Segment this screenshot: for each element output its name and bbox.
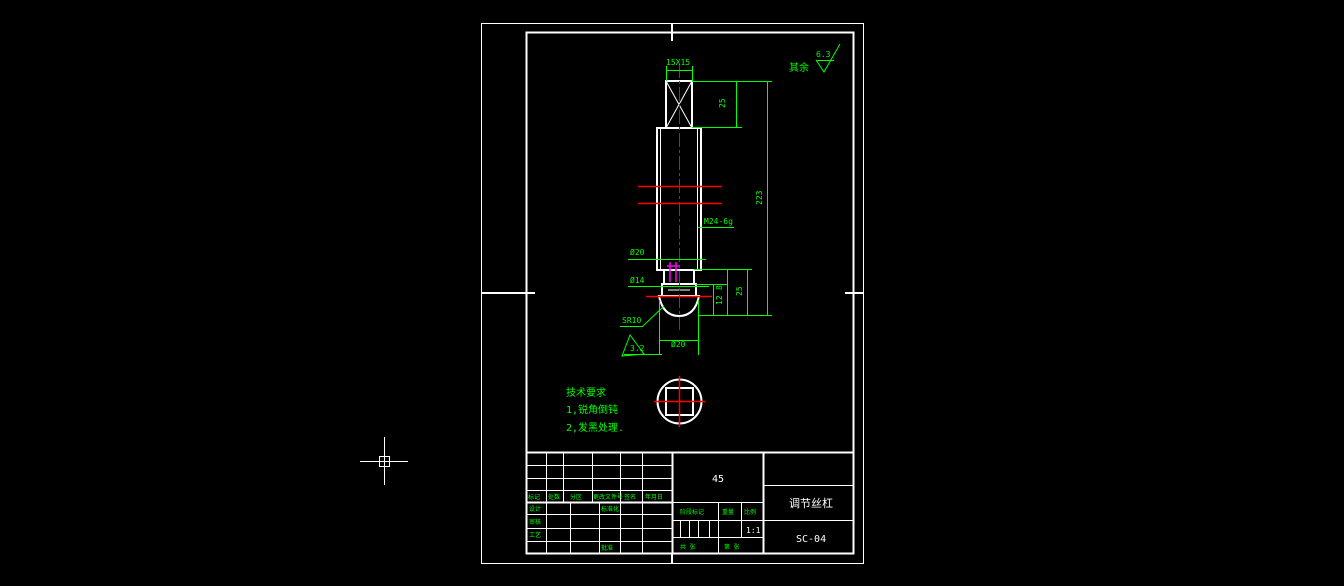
dim-len-12: 12: [715, 295, 724, 305]
title-block: [525, 451, 855, 555]
dim-dia-14: Ø14: [630, 275, 645, 285]
tb-count: 处数: [548, 493, 560, 501]
dimension-lines: [620, 43, 841, 357]
tb-date: 年月日: [645, 493, 663, 501]
tb-standardize: 标准化: [601, 505, 619, 513]
crosshair-cursor-icon[interactable]: [360, 437, 408, 485]
spherical-end: [657, 295, 701, 318]
tech-req-item-1: 1,锐角倒钝: [566, 403, 618, 416]
dim-thread: M24-6g: [704, 217, 733, 226]
roughness-other-value: 6.3: [816, 50, 831, 59]
tb-part-name: 调节丝杠: [789, 497, 833, 510]
dim-square: 15X15: [666, 58, 690, 67]
tb-mark: 标记: [528, 493, 540, 501]
tb-sign: 签名: [624, 493, 636, 501]
dim-sphere: SR10: [622, 316, 641, 325]
tb-design: 设计: [529, 505, 541, 513]
tb-zone: 分区: [570, 493, 582, 501]
dim-len-total: 223: [755, 190, 764, 205]
tb-sheet-no: 第 张: [724, 543, 740, 551]
tb-approve: 批准: [601, 544, 613, 552]
annotation-marker: [667, 262, 679, 282]
dim-len-8: 8: [715, 285, 724, 290]
tb-stage-mark: 阶段标记: [680, 508, 704, 516]
tb-review: 审核: [529, 518, 541, 526]
tb-scale-hdr: 比例: [744, 508, 756, 516]
dim-dia-20: Ø20: [630, 247, 645, 257]
section-view: [654, 376, 705, 427]
dimension-texts: 15X15 25 223 M24-6g Ø20 Ø14 25 8 12 SR10…: [622, 50, 831, 353]
tb-change-doc: 更改文件号: [593, 493, 623, 501]
dim-dia-20-bottom: Ø20: [671, 339, 686, 349]
tb-material: 45: [712, 474, 724, 485]
dim-len-25: 25: [735, 286, 744, 296]
title-block-labels: 标记 处数 分区 更改文件号 签名 年月日 设计 标准化 审核 工艺 批准 阶段…: [528, 474, 833, 552]
tb-process: 工艺: [529, 531, 541, 539]
inner-border: [525, 31, 855, 555]
tb-weight: 重量: [722, 508, 734, 516]
tech-req-item-2: 2,发黑处理.: [566, 421, 624, 434]
tech-req-title: 技术要求: [566, 386, 606, 399]
tb-scale: 1:1: [746, 526, 761, 535]
dim-roughness-sphere: 3.2: [630, 344, 645, 353]
dim-len-square: 25: [718, 98, 727, 108]
center-lines: [638, 64, 722, 330]
roughness-other-label: 其余: [789, 61, 809, 74]
tb-sheets-total: 共 张: [680, 543, 696, 551]
tb-drawing-no: SC-04: [796, 534, 826, 545]
technical-requirements: 技术要求 1,锐角倒钝 2,发黑处理.: [566, 386, 624, 434]
